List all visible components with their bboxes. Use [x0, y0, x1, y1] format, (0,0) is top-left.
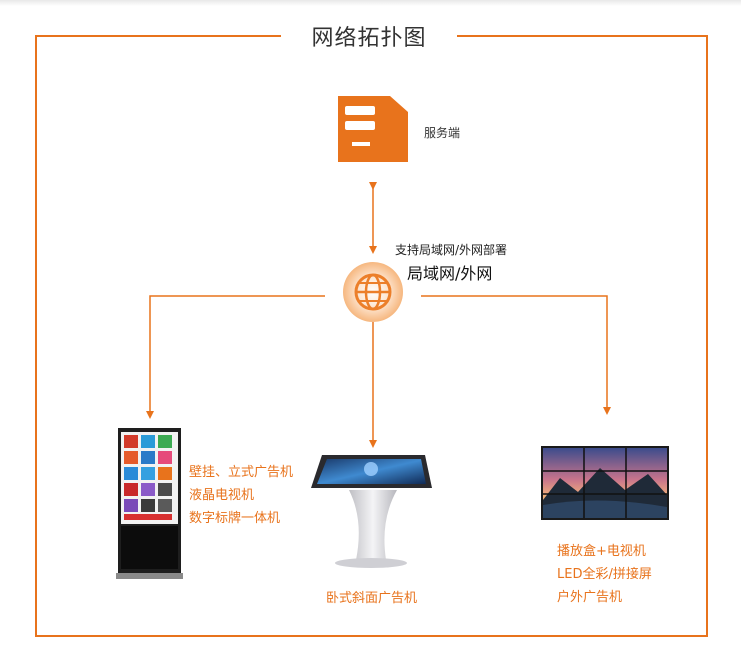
right-device-labels: 播放盒+电视机 LED全彩/拼接屏 户外广告机: [557, 540, 652, 609]
left-device-labels: 壁挂、立式广告机 液晶电视机 数字标牌一体机: [189, 461, 293, 530]
connection-lines: [146, 182, 611, 448]
left-device-label-2: 液晶电视机: [189, 488, 255, 503]
center-device-label: 卧式斜面广告机: [326, 591, 418, 606]
server-label: 服务端: [424, 126, 461, 140]
right-device-label-1: 播放盒+电视机: [557, 544, 646, 559]
vertical-kiosk-image: [116, 428, 183, 579]
left-device-label-1: 壁挂、立式广告机: [189, 465, 294, 480]
link-to-right-device: [421, 295, 611, 415]
right-device-label-2: LED全彩/拼接屏: [557, 567, 652, 582]
video-wall-image: [541, 446, 669, 520]
diagram-title: 网络拓扑图: [281, 20, 457, 52]
top-shadow-bar: [0, 0, 741, 6]
network-label: 局域网/外网: [407, 264, 493, 283]
inclined-kiosk-image: [311, 455, 432, 568]
globe-icon: [343, 262, 403, 322]
right-device-label-3: 户外广告机: [557, 590, 623, 605]
outer-frame: [35, 35, 708, 637]
left-device-label-3: 数字标牌一体机: [189, 511, 281, 526]
deployment-support-label: 支持局域网/外网部署: [395, 243, 508, 257]
link-to-left-device: [146, 295, 325, 419]
server-icon: [338, 96, 408, 162]
